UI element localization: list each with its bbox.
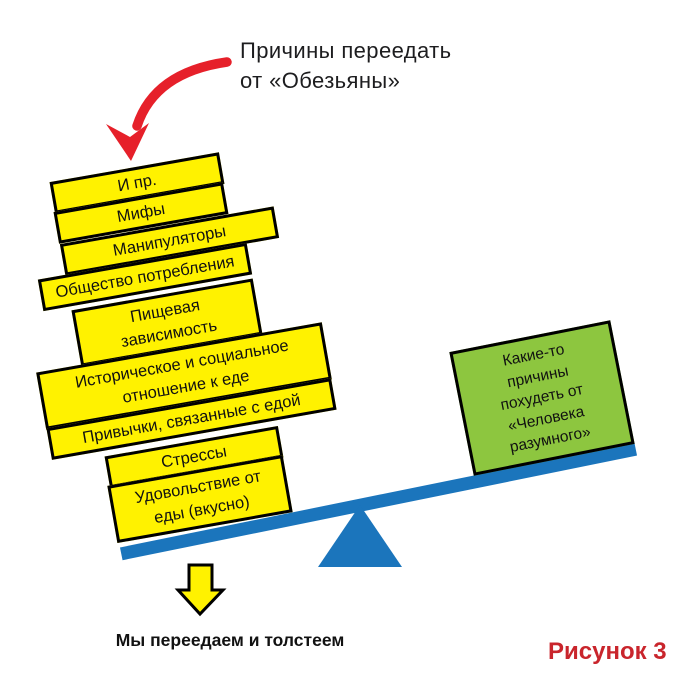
seesaw-fulcrum-triangle <box>318 505 402 567</box>
stack-block-label: Мифы <box>115 199 167 226</box>
green-block-label: Какие-то причины похудеть от «Человека р… <box>499 341 593 457</box>
red-curved-arrow-icon <box>106 57 232 161</box>
yellow-down-arrow-icon <box>174 563 227 617</box>
stack-block-label: И пр. <box>116 170 158 195</box>
figure-title: Причины переедать от «Обезьяны» <box>240 38 452 93</box>
bottom-caption: Мы переедаем и толстеем <box>115 630 345 650</box>
figure-number-label: Рисунок 3 <box>548 638 667 665</box>
